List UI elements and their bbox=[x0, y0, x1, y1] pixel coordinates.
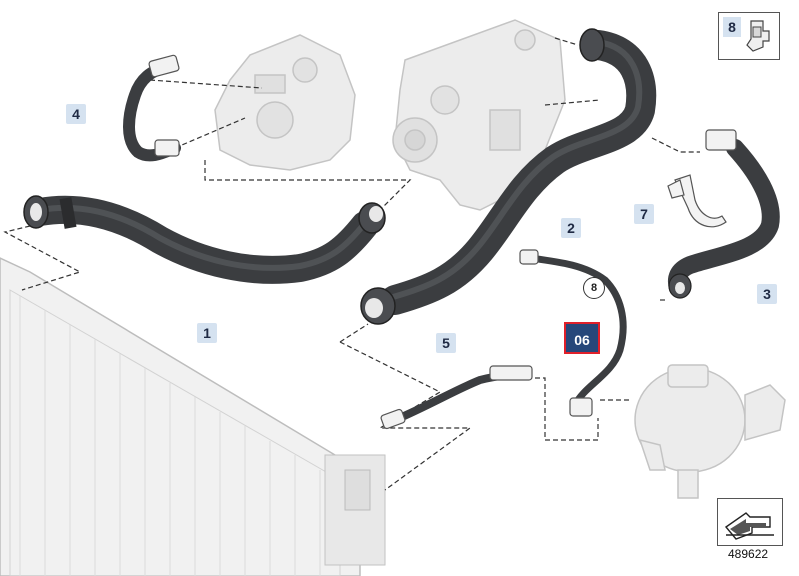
radiator bbox=[0, 257, 386, 576]
part-label-8: 8 bbox=[723, 17, 741, 37]
leader-lines bbox=[3, 37, 700, 491]
clip-7 bbox=[667, 174, 727, 228]
part-label-5[interactable]: 5 bbox=[436, 333, 456, 353]
diagram-reference-number: 489622 bbox=[728, 547, 769, 561]
hose-4 bbox=[123, 54, 181, 162]
part-label-7[interactable]: 7 bbox=[634, 204, 654, 224]
part-label-8-circled[interactable]: 8 bbox=[583, 277, 605, 299]
engine-block bbox=[392, 19, 566, 211]
part-label-1[interactable]: 1 bbox=[197, 323, 217, 343]
part-label-06-highlighted[interactable]: 06 bbox=[564, 322, 600, 354]
navigation-arrow-button[interactable] bbox=[717, 498, 783, 546]
water-pump-housing bbox=[214, 34, 356, 171]
hose-1 bbox=[23, 195, 386, 284]
hose-2 bbox=[360, 28, 657, 325]
clamp-icon bbox=[746, 20, 770, 52]
expansion-tank bbox=[634, 364, 786, 499]
hose-5 bbox=[380, 365, 533, 430]
part-label-2[interactable]: 2 bbox=[561, 218, 581, 238]
nav-arrow-icon bbox=[724, 512, 774, 540]
part-label-3[interactable]: 3 bbox=[757, 284, 777, 304]
part-label-4[interactable]: 4 bbox=[66, 104, 86, 124]
hose-6 bbox=[519, 249, 627, 417]
hose-3 bbox=[667, 129, 780, 299]
part-8-legend-box[interactable]: 8 bbox=[718, 12, 780, 60]
